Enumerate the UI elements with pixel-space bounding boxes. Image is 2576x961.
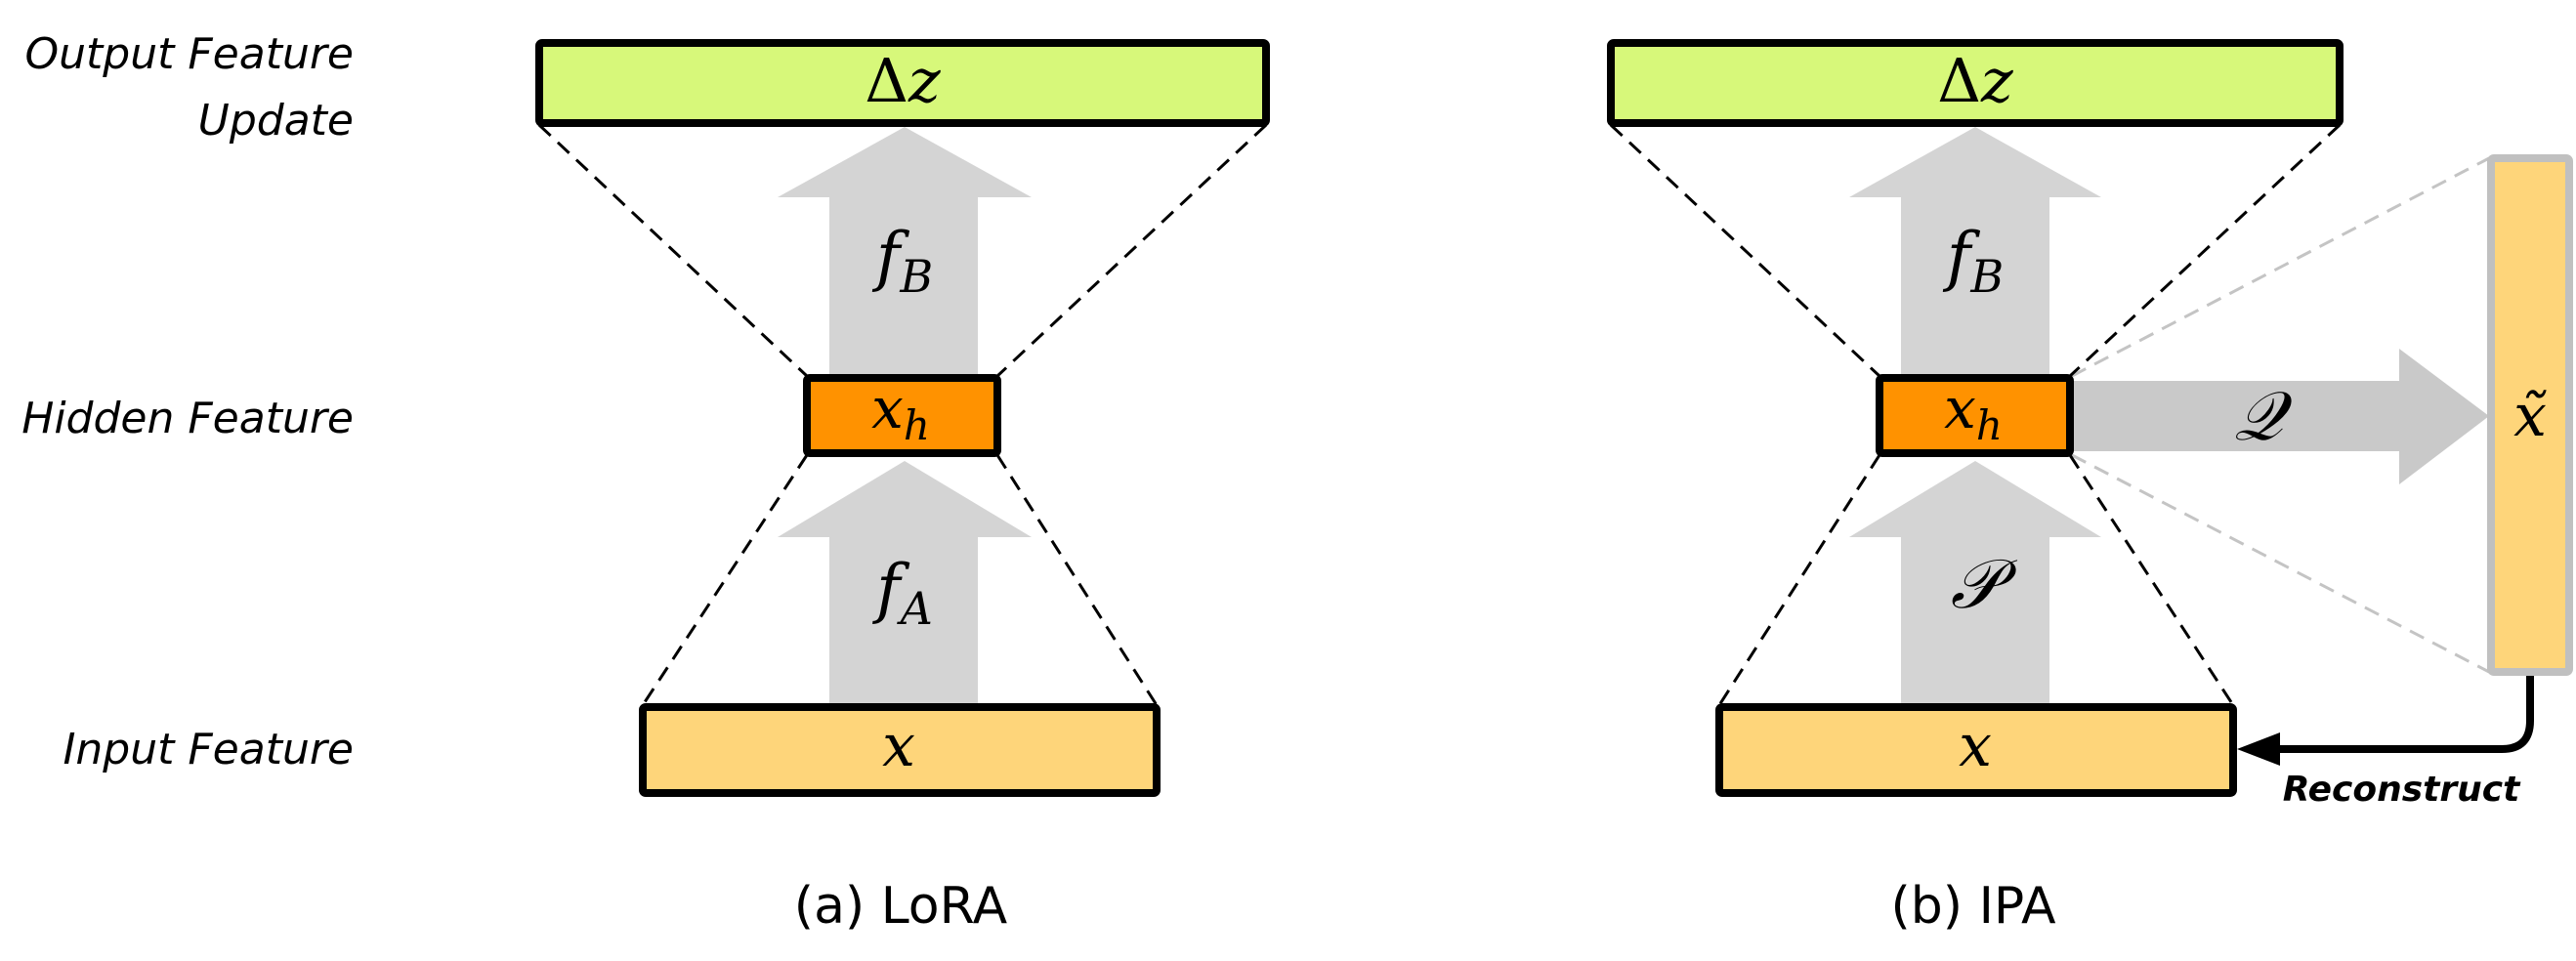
ipa-output-label: Δz	[1937, 45, 2013, 116]
ipa-hidden-box	[1876, 374, 2074, 457]
lora-dash-bottom-right	[995, 454, 1159, 706]
ipa-lower-arrow	[1849, 461, 2101, 705]
lora-hidden-label: xh	[871, 375, 930, 449]
lora-dash-top-right	[995, 123, 1268, 378]
reconstruct-label: Reconstruct	[2283, 770, 2521, 810]
ipa-side-arrow	[2070, 349, 2489, 484]
lora-output-label: Δz	[865, 45, 941, 116]
lora-lower-arrow	[778, 461, 1032, 705]
reconstruct-arrowhead-icon	[2237, 732, 2280, 766]
reconstruct-arrow-line	[2276, 676, 2534, 753]
ipa-hidden-label: xh	[1944, 375, 2003, 449]
lora-lower-arrow-label: fA	[871, 551, 933, 635]
lora-upper-arrow	[778, 127, 1032, 376]
ipa-upper-arrow	[1849, 127, 2101, 376]
ipa-input-box	[1715, 703, 2237, 797]
ipa-side-arrow-label: 𝒬	[2234, 376, 2293, 456]
ipa-gray-dash-bottom	[2071, 453, 2490, 674]
lora-dash-bottom-left	[641, 454, 809, 706]
ipa-dash-bottom-left	[1717, 454, 1881, 706]
ipa-upper-arrow-label: fB	[1942, 219, 2004, 303]
lora-dash-top-left	[537, 123, 809, 378]
caption-ipa: (b) IPA	[1890, 877, 2055, 936]
lora-panel: fB fA Δz xh x	[535, 39, 1270, 797]
caption-lora: (a) LoRA	[794, 877, 1008, 936]
lora-input-label: x	[882, 712, 915, 780]
ipa-dash-bottom-right	[2068, 454, 2235, 706]
lora-hidden-box	[803, 374, 1001, 457]
row-label-output-line2: Update	[198, 96, 354, 146]
ipa-input-label: x	[1959, 712, 1992, 780]
ipa-gray-dash-top	[2071, 156, 2490, 378]
row-label-hidden: Hidden Feature	[21, 394, 354, 443]
row-label-output-line1: Output Feature	[25, 29, 354, 79]
ipa-reconstructed-label: x̃	[2513, 382, 2547, 450]
lora-output-box	[535, 39, 1270, 127]
ipa-panel: fB 𝒫 𝒬 Δz xh x x̃ Reconstruct	[1607, 39, 2573, 810]
ipa-dash-top-left	[1609, 123, 1881, 378]
row-label-input: Input Feature	[63, 725, 354, 774]
lora-input-box	[639, 703, 1161, 797]
ipa-reconstructed-box	[2487, 154, 2573, 676]
ipa-output-box	[1607, 39, 2344, 127]
ipa-dash-top-right	[2068, 123, 2342, 378]
